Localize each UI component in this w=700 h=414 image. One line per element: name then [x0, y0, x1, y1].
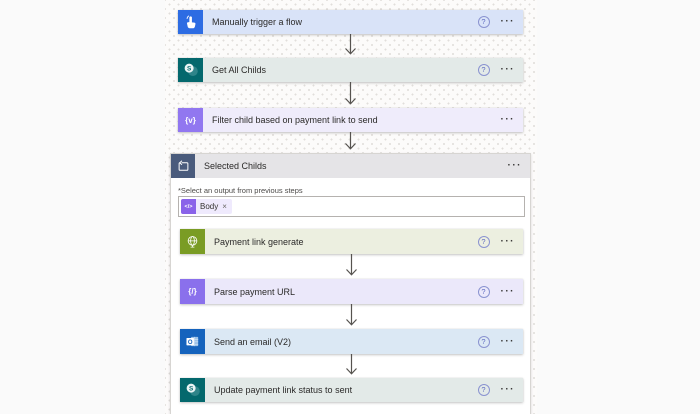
connector-arrow — [344, 34, 357, 58]
node-payment-link-generate[interactable]: Payment link generate ? ··· — [180, 229, 523, 254]
node-bar[interactable]: Manually trigger a flow ? ··· — [203, 10, 523, 34]
http-globe-icon — [180, 229, 205, 254]
ellipsis-menu-icon[interactable]: ··· — [500, 235, 515, 247]
node-bar[interactable]: Get All Childs ? ··· — [203, 58, 523, 82]
node-parse-payment-url[interactable]: {/} Parse payment URL ? ··· — [180, 279, 523, 304]
select-output-input[interactable]: </> Body × — [178, 196, 525, 217]
help-icon[interactable]: ? — [477, 16, 490, 28]
svg-text:O: O — [188, 340, 193, 346]
help-icon[interactable]: ? — [477, 285, 490, 298]
node-title: Parse payment URL — [214, 286, 296, 297]
node-bar[interactable]: Payment link generate ? ··· — [205, 229, 523, 254]
filter-array-icon: {v} — [178, 108, 203, 132]
sharepoint-icon: S — [178, 58, 203, 82]
svg-text:S: S — [189, 385, 193, 392]
ellipsis-menu-icon[interactable]: ··· — [500, 64, 515, 75]
parse-json-icon: {/} — [180, 279, 205, 304]
ellipsis-menu-icon[interactable]: ··· — [500, 114, 515, 125]
token-label: Body — [200, 202, 219, 211]
sharepoint-icon: S — [180, 378, 205, 402]
scope-header-bar[interactable]: Selected Childs ··· — [195, 154, 530, 178]
node-title: Get All Childs — [212, 65, 267, 75]
help-icon[interactable]: ? — [477, 335, 490, 348]
node-title: Payment link generate — [214, 236, 304, 247]
ellipsis-menu-icon[interactable]: ··· — [500, 384, 515, 395]
scope-header[interactable]: Selected Childs ··· — [171, 154, 530, 178]
connector-arrow — [345, 254, 358, 279]
node-filter-child[interactable]: {v} Filter child based on payment link t… — [178, 108, 523, 132]
help-icon[interactable]: ? — [477, 384, 490, 396]
node-get-all-childs[interactable]: S Get All Childs ? ··· — [178, 58, 523, 82]
apply-to-each-loop-icon — [171, 154, 195, 178]
node-manually-trigger-a-flow[interactable]: Manually trigger a flow ? ··· — [178, 10, 523, 34]
connector-arrow — [345, 354, 358, 378]
outlook-icon: O — [180, 329, 205, 354]
ellipsis-menu-icon[interactable]: ··· — [500, 335, 515, 347]
scope-title: Selected Childs — [204, 161, 267, 171]
select-output-label: *Select an output from previous steps — [178, 186, 303, 195]
svg-text:S: S — [187, 65, 191, 72]
parse-braces-glyph: {/} — [188, 287, 197, 296]
ellipsis-menu-icon[interactable]: ··· — [500, 285, 515, 297]
node-title: Manually trigger a flow — [212, 17, 303, 27]
ellipsis-menu-icon[interactable]: ··· — [507, 160, 522, 171]
connector-arrow — [344, 132, 357, 153]
node-update-payment-link-status[interactable]: S Update payment link status to sent ? ·… — [180, 378, 523, 402]
scope-selected-childs[interactable]: Selected Childs ··· *Select an output fr… — [170, 153, 531, 414]
node-bar[interactable]: Update payment link status to sent ? ··· — [205, 378, 523, 402]
node-send-an-email[interactable]: O Send an email (V2) ? ··· — [180, 329, 523, 354]
help-icon[interactable]: ? — [477, 235, 490, 248]
dynamic-content-token-body[interactable]: </> Body × — [181, 199, 232, 214]
filter-braces-glyph: {v} — [185, 115, 196, 125]
node-title: Filter child based on payment link to se… — [212, 115, 378, 125]
ellipsis-menu-icon[interactable]: ··· — [500, 16, 515, 27]
node-bar[interactable]: Parse payment URL ? ··· — [205, 279, 523, 304]
node-bar[interactable]: Send an email (V2) ? ··· — [205, 329, 523, 354]
token-remove-icon[interactable]: × — [222, 202, 227, 211]
connector-arrow — [344, 82, 357, 108]
node-title: Send an email (V2) — [214, 336, 292, 347]
node-bar[interactable]: Filter child based on payment link to se… — [203, 108, 523, 132]
help-icon[interactable]: ? — [477, 64, 490, 76]
manual-trigger-touch-icon — [178, 10, 203, 34]
connector-arrow — [345, 304, 358, 329]
token-source-icon: </> — [181, 199, 196, 214]
node-title: Update payment link status to sent — [214, 385, 353, 395]
